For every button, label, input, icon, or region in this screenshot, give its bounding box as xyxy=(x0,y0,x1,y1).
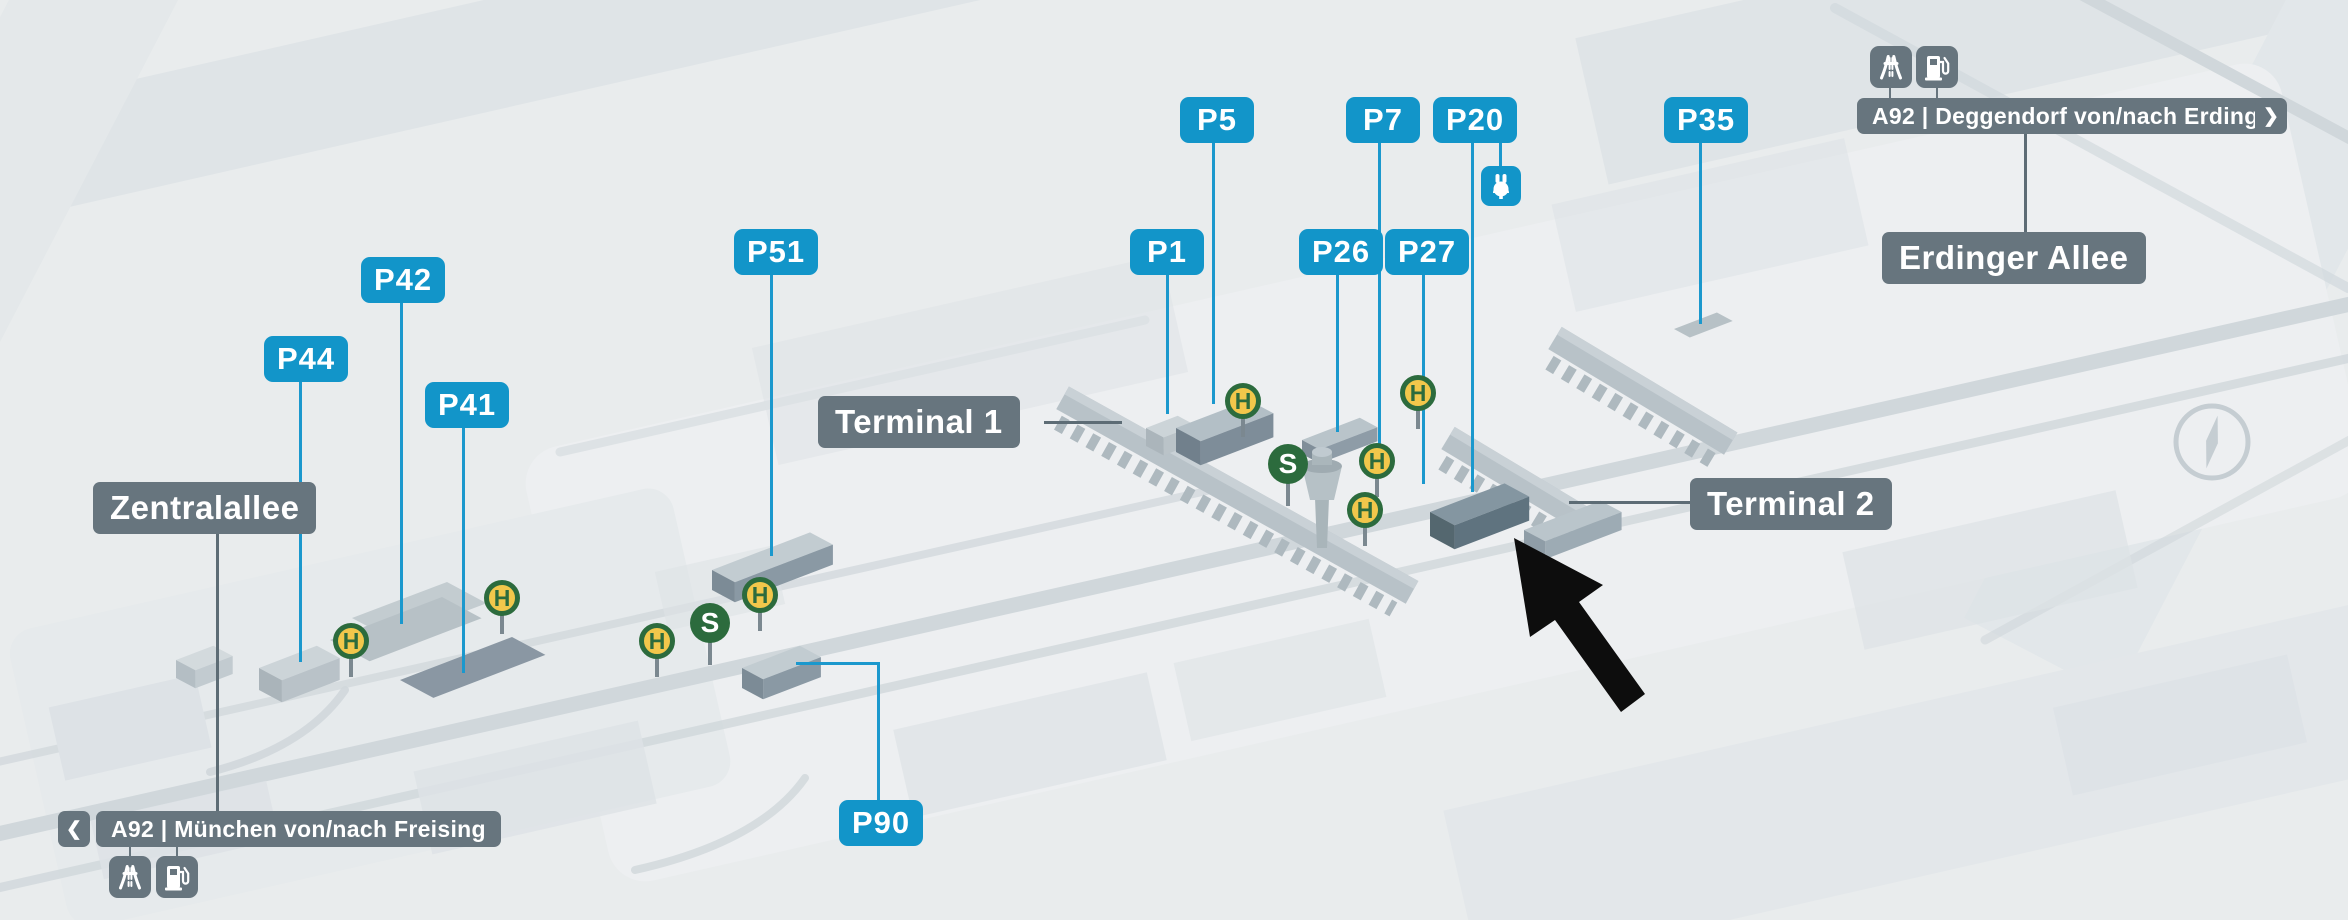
fuel-station-icon xyxy=(156,856,198,898)
leader-p7 xyxy=(1378,142,1381,455)
parking-label-p7[interactable]: P7 xyxy=(1346,97,1420,143)
highway-sign-south[interactable]: A92 | München von/nach Freising xyxy=(96,811,501,847)
building-p90 xyxy=(742,645,821,700)
sbahn-station-icon: S xyxy=(690,603,730,643)
parking-label-p20[interactable]: P20 xyxy=(1433,97,1518,143)
leader-p5 xyxy=(1212,142,1215,404)
sign-stem xyxy=(1889,86,1891,99)
highway-sign-north[interactable]: A92 | Deggendorf von/nach Erding xyxy=(1857,98,2274,134)
leader-p26 xyxy=(1336,274,1339,432)
leader-p90-horizontal xyxy=(796,662,880,665)
compass-icon xyxy=(2173,403,2251,481)
building-p44 xyxy=(259,645,340,703)
pad-p35 xyxy=(1674,312,1733,338)
bus-stop-pole xyxy=(1241,415,1245,437)
sbahn-pole xyxy=(1286,482,1290,506)
bus-stop-pole xyxy=(1375,475,1379,497)
motorway-icon xyxy=(109,856,151,898)
parking-label-p1[interactable]: P1 xyxy=(1130,229,1204,275)
bus-stop-pole xyxy=(1416,407,1420,429)
sbahn-station-icon: S xyxy=(1268,444,1308,484)
bus-stop-icon: H xyxy=(333,623,369,659)
chevron-left-button[interactable]: ❮ xyxy=(58,811,90,847)
motorway-icon xyxy=(1870,46,1912,88)
parking-label-p51[interactable]: P51 xyxy=(734,229,819,275)
chevron-right-icon: ❯ xyxy=(2263,105,2279,127)
leader-erdinger-allee xyxy=(2024,130,2027,236)
parking-label-p42[interactable]: P42 xyxy=(361,257,446,303)
terminal-1-label: Terminal 1 xyxy=(818,396,1020,448)
parking-label-p90[interactable]: P90 xyxy=(839,800,924,846)
bus-stop-pole xyxy=(1363,524,1367,546)
bus-stop-icon: H xyxy=(484,580,520,616)
leader-terminal1 xyxy=(1044,421,1122,424)
street-label-zentralallee: Zentralallee xyxy=(93,482,317,534)
bus-stop-pole xyxy=(758,609,762,631)
leader-p1 xyxy=(1166,274,1169,414)
street-label-erdinger-allee: Erdinger Allee xyxy=(1882,232,2146,284)
leader-zentralallee xyxy=(216,530,219,813)
leader-p90-vertical xyxy=(877,662,880,801)
parking-label-p35[interactable]: P35 xyxy=(1664,97,1749,143)
building-p20-garage xyxy=(1430,483,1530,550)
parking-label-p41[interactable]: P41 xyxy=(425,382,510,428)
bus-stop-pole xyxy=(349,655,353,677)
bus-stop-icon: H xyxy=(1225,383,1261,419)
chevron-right-button[interactable]: ❯ xyxy=(2255,98,2287,134)
apron-pads xyxy=(48,138,2307,880)
bus-stop-icon: H xyxy=(1359,443,1395,479)
parking-label-p44[interactable]: P44 xyxy=(264,336,349,382)
bus-stop-icon: H xyxy=(1347,492,1383,528)
sign-stem xyxy=(1936,86,1938,99)
control-tower xyxy=(1302,447,1342,548)
fuel-station-icon xyxy=(1916,46,1958,88)
leader-p42 xyxy=(400,302,403,624)
leader-terminal2 xyxy=(1569,501,1692,504)
sign-stem xyxy=(176,845,178,858)
parking-label-p5[interactable]: P5 xyxy=(1180,97,1254,143)
bus-stop-icon: H xyxy=(742,577,778,613)
bus-stop-icon: H xyxy=(639,623,675,659)
leader-p20-plug xyxy=(1499,142,1502,168)
leader-p41 xyxy=(462,427,465,673)
leader-p20 xyxy=(1471,142,1474,492)
sign-stem xyxy=(129,845,131,858)
parking-label-p27[interactable]: P27 xyxy=(1385,229,1470,275)
terminal2-satellite-pier xyxy=(1545,326,1738,468)
leader-p35 xyxy=(1699,142,1702,324)
leader-p51 xyxy=(770,274,773,556)
ev-charging-icon xyxy=(1481,166,1521,206)
sbahn-pole xyxy=(708,641,712,665)
area-p41 xyxy=(400,637,546,698)
terminal-2-label: Terminal 2 xyxy=(1690,478,1892,530)
bus-stop-icon: H xyxy=(1400,375,1436,411)
chevron-left-icon: ❮ xyxy=(66,818,82,840)
bus-stop-pole xyxy=(500,612,504,634)
bus-stop-pole xyxy=(655,655,659,677)
parking-label-p26[interactable]: P26 xyxy=(1299,229,1384,275)
